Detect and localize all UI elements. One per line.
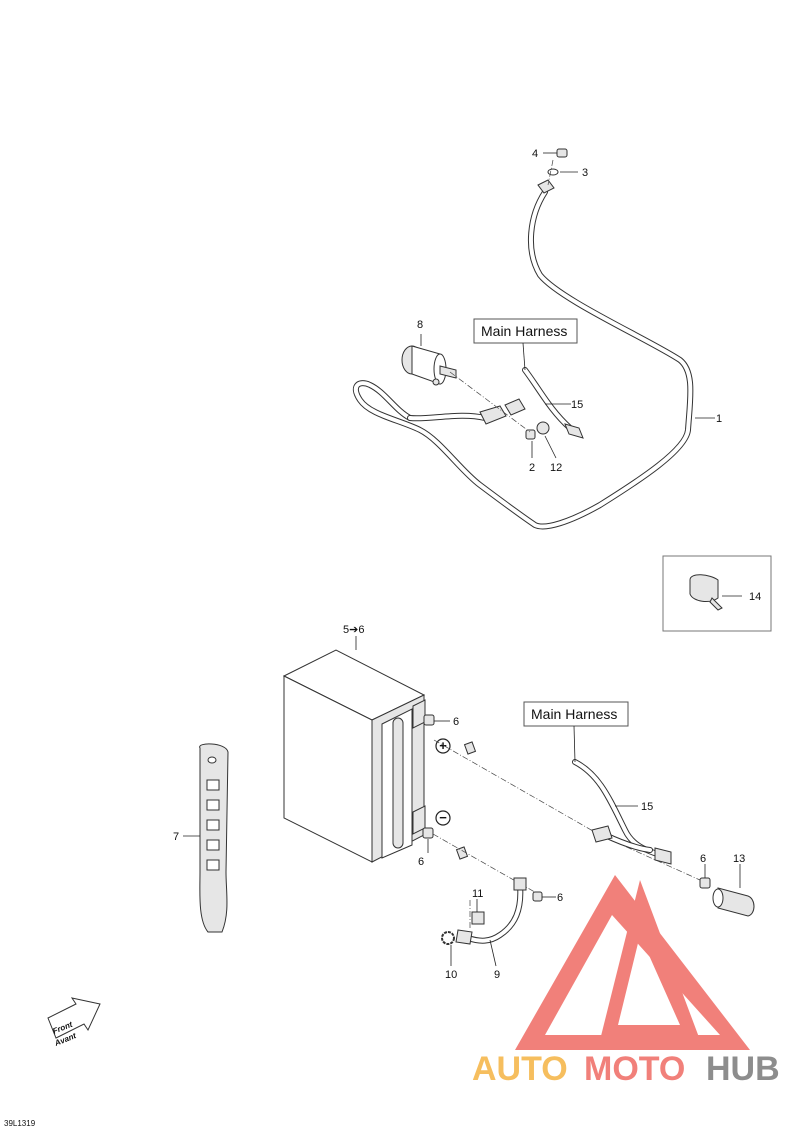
callout-13: 13 bbox=[733, 853, 745, 865]
callout-12: 12 bbox=[550, 462, 562, 474]
cable-15-top bbox=[522, 367, 584, 439]
callout-6-positive: 6 bbox=[453, 716, 459, 728]
part-11-nut bbox=[471, 911, 485, 925]
callout-6-negative: 6 bbox=[418, 856, 424, 868]
cable-1 bbox=[352, 189, 694, 530]
callout-14: 14 bbox=[749, 591, 761, 603]
callout-3: 3 bbox=[582, 167, 588, 179]
callout-10: 10 bbox=[445, 969, 457, 981]
callout-6-starter: 6 bbox=[700, 853, 706, 865]
callout-4: 4 bbox=[532, 148, 538, 160]
part-13-boot bbox=[712, 887, 755, 917]
callout-7: 7 bbox=[173, 831, 179, 843]
callout-1: 1 bbox=[716, 413, 722, 425]
square-nut-negative bbox=[455, 846, 469, 860]
svg-text:Main Harness: Main Harness bbox=[481, 323, 567, 339]
battery-5 bbox=[282, 649, 426, 863]
automotohub-watermark: AUTO MOTO HUB bbox=[472, 875, 780, 1088]
part-6-bolt-ground bbox=[532, 891, 543, 902]
callout-15-bottom: 15 bbox=[641, 801, 653, 813]
callout-11: 11 bbox=[472, 888, 483, 900]
svg-text:AUTO: AUTO bbox=[472, 1050, 568, 1088]
part-3-washer bbox=[547, 168, 559, 176]
callout-6-ground: 6 bbox=[557, 892, 563, 904]
svg-text:+: + bbox=[439, 738, 447, 753]
cable-15-bottom bbox=[572, 759, 672, 865]
part-6-bolt-negative bbox=[422, 827, 434, 839]
cable-15-lug-top bbox=[479, 398, 526, 425]
part-8-solenoid bbox=[401, 345, 457, 386]
svg-text:MOTO: MOTO bbox=[584, 1050, 685, 1088]
part-6-bolt-positive bbox=[423, 714, 435, 726]
positive-terminal-symbol: + bbox=[435, 738, 451, 754]
callout-2: 2 bbox=[529, 462, 535, 474]
part-2-nut bbox=[525, 429, 536, 440]
cable-9-ground bbox=[455, 877, 527, 945]
callout-9: 9 bbox=[494, 969, 500, 981]
part-4-nut bbox=[556, 148, 568, 158]
cable-1-top-terminal bbox=[537, 179, 555, 194]
svg-text:−: − bbox=[439, 810, 447, 825]
part-10-washer bbox=[441, 931, 455, 945]
part-12-boot bbox=[536, 421, 550, 435]
callout-8: 8 bbox=[417, 319, 423, 331]
callout-15-top: 15 bbox=[571, 399, 583, 411]
front-direction-arrow: Front Avant bbox=[47, 997, 101, 1048]
svg-text:Main Harness: Main Harness bbox=[531, 706, 617, 722]
callout-5-6: 5➔6 bbox=[343, 624, 364, 636]
negative-terminal-symbol: − bbox=[435, 810, 451, 826]
square-nut-positive bbox=[463, 741, 477, 755]
main-harness-label-top: Main Harness bbox=[473, 318, 578, 371]
svg-text:HUB: HUB bbox=[706, 1050, 780, 1088]
inset-part-14: 14 bbox=[662, 555, 772, 632]
figure-id: 39L1319 bbox=[4, 1119, 36, 1128]
part-7-strap bbox=[199, 743, 229, 933]
part-6-bolt-starter bbox=[699, 877, 711, 889]
main-harness-label-bottom: Main Harness bbox=[523, 701, 629, 763]
